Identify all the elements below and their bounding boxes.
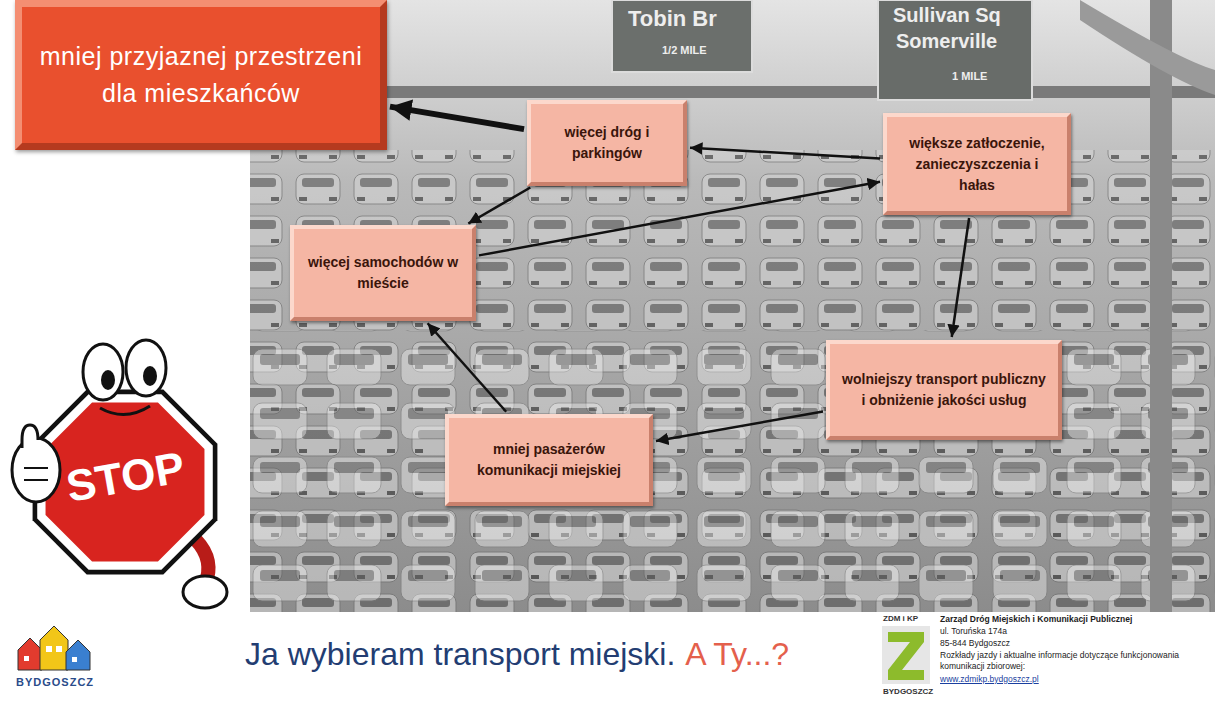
city-logo [18,626,90,670]
cycle-box: większe zatłoczenie, zanieczyszczenia i … [883,113,1071,215]
traffic-photo [250,0,1215,612]
sign-text: Somerville [896,30,997,53]
stop-mascot [12,340,227,608]
logo-text: BYDGOSZCZ [883,687,933,696]
outcome-box: mniej przyjaznej przestrzeni dla mieszka… [15,0,387,150]
sign-text: 1 MILE [952,70,987,82]
stop-text: STOP [60,442,192,513]
address-text: 85-844 Bydgoszcz [940,638,1010,648]
logo-text: BYDGOSZCZ [16,676,94,688]
node-text: większe zatłoczenie, zanieczyszczenia i … [897,133,1057,196]
url-text: www.zdmikp.bydgoszcz.pl [940,674,1039,684]
flow-arrow [428,323,507,412]
sign-text: 1/2 MILE [662,44,707,56]
address-text: Zarząd Dróg Miejskich i Komunikacji Publ… [940,614,1132,624]
node-text: więcej samochodów w mieście [304,252,462,294]
node-text: więcej dróg i parkingów [541,122,673,164]
address-text: Rozkłady jazdy i aktualne informacje dot… [940,650,1205,672]
slogan: Ja wybieram transport miejski. [245,636,675,673]
sign-text: Tobin Br [628,6,717,32]
slogan-question: A Ty...? [685,636,789,673]
flow-arrow [656,411,823,441]
flow-arrow [479,182,880,256]
flow-arrow [468,188,530,224]
cycle-box: więcej dróg i parkingów [527,100,687,186]
node-text: wolniejszy transport publiczny i obniżen… [840,369,1048,411]
flow-arrow [390,107,524,129]
node-text: mniej pasażerów komunikacji miejskiej [459,439,639,481]
logo-text: ZDM i KP [883,614,918,623]
sign-text: Sullivan Sq [893,4,1001,27]
cycle-box: mniej pasażerów komunikacji miejskiej [445,414,653,506]
address-text: ul. Toruńska 174a [940,626,1007,636]
zdmikp-logo [882,626,930,684]
node-text: mniej przyjaznej przestrzeni dla mieszka… [38,38,364,113]
cycle-box: wolniejszy transport publiczny i obniżen… [826,340,1062,440]
flow-arrow [952,218,969,337]
cycle-box: więcej samochodów w mieście [290,225,476,321]
flow-arrow [690,148,880,159]
